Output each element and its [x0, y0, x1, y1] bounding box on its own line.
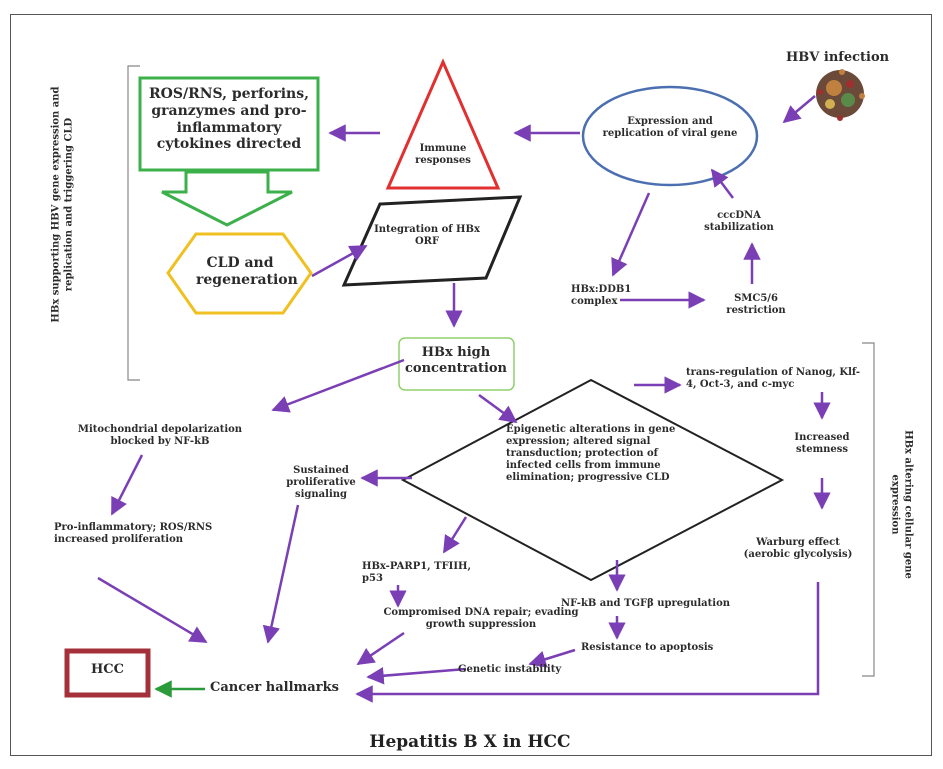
triangle-shape: [385, 58, 501, 190]
stemness-label: Increased stemness: [794, 432, 850, 455]
trans-regulation-label: trans-regulation of Nanog, Klf-4, Oct-3,…: [686, 367, 860, 390]
genetic-label: Genetic instability: [458, 664, 562, 675]
right-side-label: HBx altering cellular gene expression: [890, 430, 914, 579]
hcc-label: HCC: [91, 662, 124, 677]
hbv-infection-label: HBV infection: [786, 50, 890, 65]
expression-replication-label: Expression and replication of viral gene: [602, 116, 738, 139]
right-bracket: [862, 342, 875, 677]
ellipse-shape: [581, 85, 759, 187]
smc-label: SMC5/6 restriction: [726, 293, 786, 316]
apoptosis-label: Resistance to apoptosis: [581, 642, 714, 653]
ros-box-shape: [138, 76, 320, 172]
hbx-ddb1-label: HBx:DDB1 complex: [571, 284, 632, 307]
figure-title: Hepatitis B X in HCC: [369, 732, 571, 752]
left-bracket: [127, 65, 140, 381]
virus-icon: [816, 69, 865, 121]
nfkb-label: NF-kB and TGFβ upregulation: [561, 598, 731, 609]
diamond-shape: [400, 378, 785, 582]
hexagon-shape: [166, 232, 313, 315]
parp-label: HBx-PARP1, TFIIH, p53: [362, 561, 471, 584]
hbx-high-label: HBx high concentration: [404, 345, 508, 376]
integration-label: Integration of HBx ORF: [374, 224, 480, 247]
warburg-label: Warburg effect (aerobic glycolysis): [743, 537, 853, 560]
immune-responses-label: Immune responses: [415, 143, 471, 166]
hcc-box-shape: [64, 648, 151, 698]
hbx-high-box: [398, 337, 515, 391]
left-side-label: HBx supporting HBV gene expression and r…: [50, 86, 75, 323]
arrows: [97, 95, 831, 703]
cld-regeneration-label: CLD and regeneration: [196, 255, 298, 288]
dna-repair-label: Compromised DNA repair; evading growth s…: [383, 607, 579, 630]
sustained-label: Sustained proliferative signaling: [286, 465, 356, 500]
cccdna-label: cccDNA stabilization: [704, 210, 774, 233]
cancer-hallmarks-label: Cancer hallmarks: [210, 680, 339, 695]
figure-frame: [10, 14, 932, 756]
hollow-down-arrow: [161, 170, 293, 227]
mito-label: Mitochondrial depolarization blocked by …: [77, 424, 243, 447]
pro-inflam-label: Pro-inflammatory; ROS/RNS increased prol…: [54, 522, 213, 545]
ros-box-label: ROS/RNS, perforins, granzymes and pro-in…: [149, 86, 309, 153]
epigenetic-label: Epigenetic alterations in gene expressio…: [506, 424, 676, 483]
